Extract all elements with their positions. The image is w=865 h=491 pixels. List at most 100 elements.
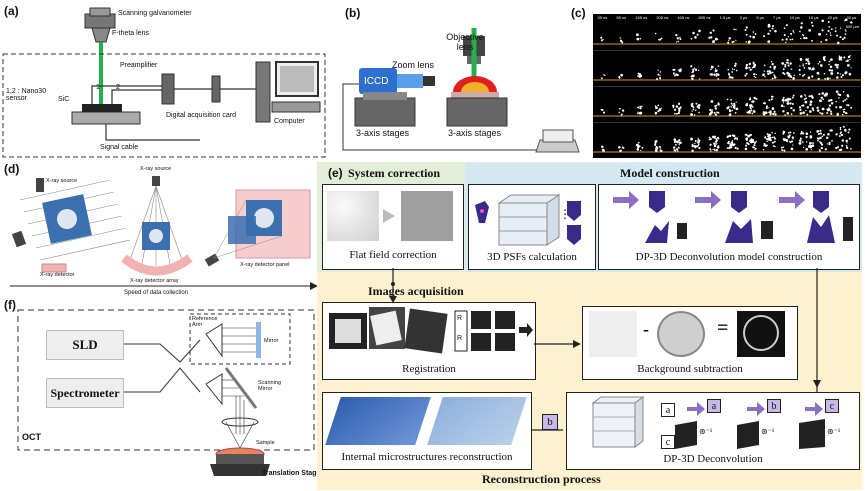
plume-particle bbox=[767, 139, 769, 141]
plume-particle bbox=[654, 143, 657, 146]
plume-particle bbox=[753, 144, 756, 147]
plume-particle bbox=[839, 128, 842, 131]
plume-particle bbox=[784, 65, 787, 68]
plume-particle bbox=[694, 36, 696, 39]
sic-label: SiC bbox=[58, 96, 70, 103]
plume-particle bbox=[844, 29, 846, 31]
plume-particle bbox=[816, 129, 820, 133]
plume-particle bbox=[841, 38, 844, 41]
plume-particle bbox=[763, 144, 765, 147]
plume-particle bbox=[846, 112, 848, 115]
plume-particle bbox=[787, 132, 790, 134]
plume-particle bbox=[659, 38, 662, 41]
plume-particle bbox=[711, 109, 714, 111]
plume-particle bbox=[825, 38, 828, 42]
plume-particle bbox=[677, 40, 679, 43]
plume-particle bbox=[820, 143, 824, 146]
dp-model-caption: DP-3D Deconvolution model construction bbox=[635, 251, 823, 263]
plume-particle bbox=[747, 111, 750, 114]
plume-particle bbox=[638, 75, 642, 79]
plume-particle bbox=[799, 73, 801, 76]
plume-particle bbox=[679, 38, 682, 41]
plume-particle bbox=[807, 76, 811, 80]
plume-particle bbox=[836, 34, 838, 37]
plume-particle bbox=[672, 104, 675, 107]
plume-particle bbox=[810, 149, 812, 151]
plume-particle bbox=[785, 24, 788, 27]
letter-box-c2: c bbox=[825, 399, 839, 413]
daq-card bbox=[211, 75, 221, 103]
plume-particle bbox=[638, 145, 641, 148]
plume-particle bbox=[658, 38, 660, 41]
plume-particle bbox=[769, 113, 772, 116]
plume-particle bbox=[809, 136, 812, 139]
plume-particle bbox=[698, 143, 700, 146]
plume-particle bbox=[790, 113, 793, 115]
plume-particle bbox=[783, 33, 786, 36]
plume-particle bbox=[618, 111, 620, 114]
plume-particle bbox=[710, 36, 713, 39]
plume-particle bbox=[768, 133, 771, 137]
plume-particle bbox=[820, 147, 823, 150]
plume-particle bbox=[713, 142, 716, 145]
plume-particle bbox=[812, 142, 814, 144]
plume-particle bbox=[695, 102, 698, 105]
plume-particle bbox=[835, 106, 838, 109]
plume-particle bbox=[697, 137, 699, 139]
plume-particle bbox=[752, 35, 756, 39]
scan-mirror-label: Scanning Mirror bbox=[258, 380, 281, 392]
plume-particle bbox=[604, 74, 606, 77]
plume-particle bbox=[736, 147, 739, 150]
minus-sign: - bbox=[643, 319, 649, 339]
plume-particle bbox=[828, 26, 831, 28]
plume-particle bbox=[846, 104, 848, 106]
plume-particle bbox=[714, 105, 717, 108]
plume-particle bbox=[770, 112, 772, 114]
plume-particle bbox=[837, 41, 840, 45]
background-caption: Background subtraction bbox=[637, 363, 743, 375]
plume-particle bbox=[774, 132, 776, 134]
plume-particle bbox=[844, 18, 848, 22]
plume-particle bbox=[726, 147, 729, 149]
stage-right bbox=[446, 97, 508, 127]
plume-particle bbox=[773, 76, 777, 79]
plume-particle bbox=[709, 108, 712, 112]
system-correction-title: System correction bbox=[348, 166, 441, 180]
plume-particle bbox=[802, 74, 805, 77]
plume-particle bbox=[829, 110, 832, 113]
plume-particle bbox=[800, 132, 803, 135]
plume-particle bbox=[800, 26, 803, 29]
plume-particle bbox=[637, 75, 639, 77]
plume-particle bbox=[771, 132, 773, 134]
plume-particle bbox=[694, 147, 697, 149]
plume-particle bbox=[691, 77, 694, 81]
plume-particle bbox=[771, 136, 774, 139]
plume-particle bbox=[792, 132, 795, 134]
plume-particle bbox=[714, 69, 718, 73]
plume-particle bbox=[773, 110, 776, 113]
plume-particle bbox=[727, 68, 730, 71]
plume-particle bbox=[841, 139, 845, 142]
plume-particle bbox=[825, 92, 828, 96]
psf-graphic bbox=[475, 194, 581, 246]
plume-particle bbox=[659, 149, 662, 152]
plume-particle bbox=[717, 102, 720, 106]
plume-particle bbox=[808, 95, 811, 98]
stage1-label: 3-axis stages bbox=[356, 128, 410, 138]
plume-particle bbox=[842, 110, 846, 114]
plume-particle bbox=[799, 95, 803, 98]
plume-particle bbox=[830, 28, 833, 30]
plume-particle bbox=[731, 77, 734, 79]
plume-particle bbox=[697, 104, 701, 107]
plume-particle bbox=[735, 28, 737, 31]
plume-particle bbox=[748, 109, 751, 112]
ref-arm-label: Reference Arm bbox=[192, 316, 218, 328]
plume-particle bbox=[850, 147, 852, 150]
plume-particle bbox=[836, 63, 839, 66]
plume-particle bbox=[771, 107, 775, 110]
plume-particle bbox=[805, 132, 809, 135]
plume-particle bbox=[785, 138, 789, 142]
plume-particle bbox=[768, 107, 770, 109]
plume-particle bbox=[790, 76, 793, 78]
plume-particle bbox=[749, 97, 752, 99]
